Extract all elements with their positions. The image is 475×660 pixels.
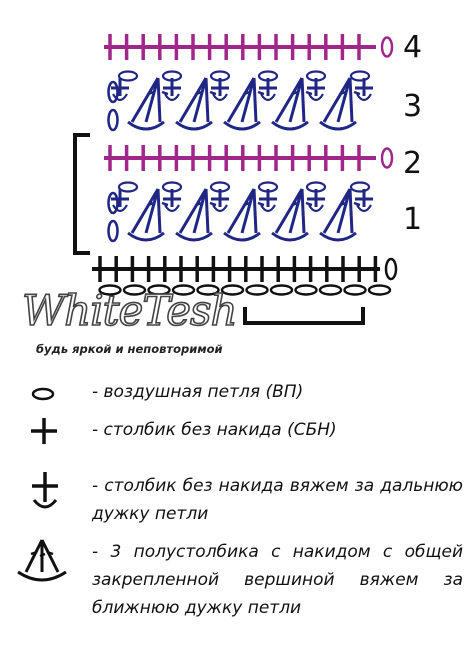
chain-stitch: [349, 70, 371, 82]
chain-stitch: [117, 70, 139, 82]
sc-back-loop-stitch: [111, 78, 129, 102]
row-number-3: 3: [403, 89, 423, 124]
legend-text-chain: - воздушная петля (ВП): [92, 382, 304, 402]
cluster-stitch: [223, 188, 265, 242]
single-crochet-back-loop-icon: [32, 472, 58, 509]
cluster-stitch: [127, 77, 169, 131]
chain-stitch: [367, 284, 392, 296]
cluster-stitch: [271, 77, 313, 131]
row-4-stitches: [104, 34, 394, 60]
chain-stitch: [122, 284, 147, 296]
chain-stitch: [380, 36, 394, 58]
legend-item-sc: - столбик без накида (СБН): [0, 416, 475, 446]
cluster-stitch: [319, 188, 361, 242]
single-crochet-icon: [31, 418, 57, 444]
sc-back-loop-stitch: [307, 78, 325, 102]
logo-tagline: будь яркой и неповторимой: [36, 342, 223, 356]
sc-back-loop-stitch: [163, 78, 181, 102]
turning-chain: [107, 108, 119, 132]
row-repeat-bracket: [73, 133, 90, 255]
sc-back-loop-stitch: [355, 189, 373, 213]
row-number-4: 4: [403, 30, 423, 65]
legend-item-cluster: - 3 полустолбика с накидом с общей закре…: [0, 536, 475, 626]
sc-back-loop-stitch: [163, 189, 181, 213]
sc-back-loop-stitch: [259, 189, 277, 213]
row-number-1: 1: [403, 202, 423, 237]
cluster-stitch-icon: [17, 539, 67, 582]
sc-back-loop-stitch: [355, 78, 373, 102]
sc-back-loop-stitch: [307, 189, 325, 213]
chain-stitch: [269, 284, 294, 296]
chain-stitch: [98, 284, 122, 296]
chain-stitch: [117, 181, 139, 193]
chain-stitch: [343, 284, 367, 296]
cluster-stitch: [271, 188, 313, 242]
turning-chain: [107, 191, 119, 215]
cluster-stitch: [127, 188, 169, 242]
row-1-stitches: [107, 181, 373, 243]
sc-back-loop-stitch: [111, 189, 129, 213]
turning-chain: [107, 80, 119, 104]
chain-stitch: [349, 181, 371, 193]
chain-stitch: [294, 284, 318, 296]
chain-stitch: [220, 284, 245, 296]
chain-stitch: [380, 147, 394, 169]
cluster-stitch: [223, 77, 265, 131]
row-3-stitches: [107, 70, 373, 132]
row-number-2: 2: [403, 146, 423, 181]
cluster-stitch: [319, 77, 361, 131]
foundation-row: [92, 256, 398, 296]
chain-stitch: [384, 257, 398, 281]
chain-stitch: [171, 284, 196, 296]
sc-back-loop-stitch: [259, 78, 277, 102]
legend-item-sc-back-loop: - столбик без накида вяжем за дальнюю ду…: [0, 470, 475, 530]
chain-stitch: [196, 284, 220, 296]
sc-back-loop-stitch: [211, 78, 229, 102]
chain-stitch-icon: [31, 387, 55, 401]
chain-stitch: [318, 284, 343, 296]
watermark-logo: WhiteTesh будь яркой и неповторимой: [21, 285, 238, 366]
cluster-stitch: [175, 77, 217, 131]
legend-item-chain: - воздушная петля (ВП): [0, 378, 475, 408]
turning-chain: [107, 219, 119, 243]
cluster-stitch: [175, 188, 217, 242]
legend-text-sc: - столбик без накида (СБН): [92, 420, 337, 440]
sc-back-loop-stitch: [211, 189, 229, 213]
legend-text-cluster: - 3 полустолбика с накидом с общей закре…: [92, 542, 463, 618]
chain-stitch: [245, 284, 269, 296]
chain-stitch: [147, 284, 171, 296]
stitch-repeat-bracket: [243, 307, 365, 325]
row-2-stitches: [104, 145, 394, 171]
legend-text-sc-back-loop: - столбик без накида вяжем за дальнюю ду…: [92, 476, 463, 524]
logo-text: WhiteTesh: [21, 285, 238, 336]
